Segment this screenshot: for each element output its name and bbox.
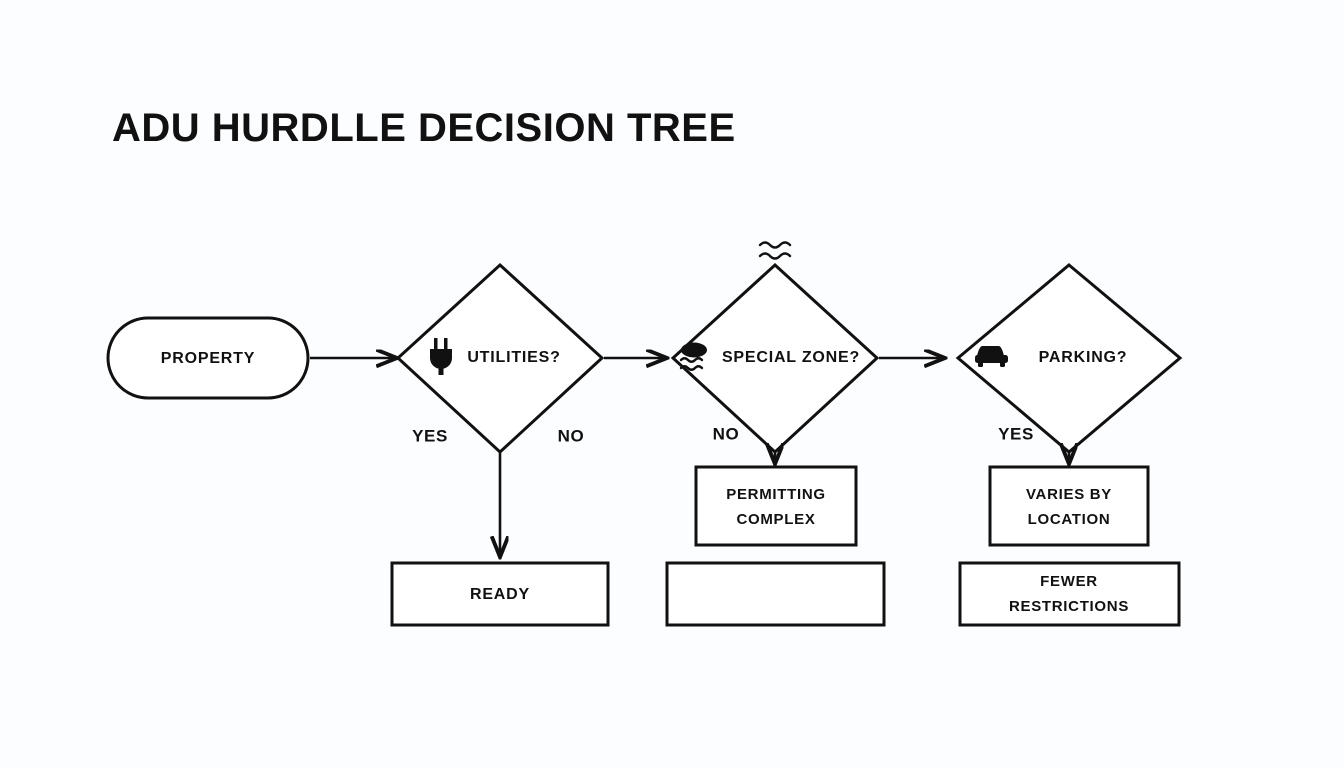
power-plug-icon	[430, 338, 452, 375]
box-empty[interactable]	[665, 561, 886, 627]
ready-shape	[390, 561, 610, 627]
varies-by-location-line2: LOCATION	[1028, 511, 1111, 528]
empty-box-shape	[665, 561, 886, 627]
edge-label-utilities-yes: YES	[412, 426, 448, 445]
parking-label: PARKING?	[1039, 349, 1128, 366]
page-title: ADU HURDLLE DECISION TREE	[112, 106, 736, 150]
box-fewer-restrictions[interactable]: FEWER RESTRICTIONS	[958, 561, 1181, 627]
box-varies-by-location[interactable]: VARIES BY LOCATION	[988, 465, 1150, 547]
flood-water-icon	[679, 342, 707, 371]
varies-by-location-line1: VARIES BY	[1026, 486, 1112, 503]
property-label: PROPERTY	[161, 350, 255, 367]
property-shape	[106, 316, 310, 400]
node-parking[interactable]: PARKING?	[955, 263, 1183, 454]
fewer-restrictions-line1: FEWER	[1040, 573, 1098, 590]
fewer-restrictions-line2: RESTRICTIONS	[1009, 598, 1129, 615]
edge-label-special-zone-no: NO	[713, 424, 740, 443]
box-ready[interactable]: READY	[390, 561, 610, 627]
edge-label-utilities-no: NO	[558, 426, 585, 445]
edge-label-parking-yes: YES	[998, 424, 1034, 443]
special-zone-label: SPECIAL ZONE?	[722, 349, 860, 366]
node-special-zone[interactable]: SPECIAL ZONE?	[670, 241, 880, 455]
varies-by-location-shape	[988, 465, 1150, 547]
node-property[interactable]: PROPERTY	[106, 316, 310, 400]
water-waves-icon	[758, 241, 792, 260]
box-permitting-complex[interactable]: PERMITTING COMPLEX	[694, 465, 858, 547]
permitting-complex-line1: PERMITTING	[726, 486, 826, 503]
permitting-complex-line2: COMPLEX	[736, 511, 815, 528]
permitting-complex-shape	[694, 465, 858, 547]
fewer-restrictions-shape	[958, 561, 1181, 627]
node-utilities[interactable]: UTILITIES?	[395, 262, 605, 455]
car-icon	[975, 346, 1008, 367]
ready-label: READY	[470, 586, 530, 603]
utilities-label: UTILITIES?	[467, 349, 560, 366]
